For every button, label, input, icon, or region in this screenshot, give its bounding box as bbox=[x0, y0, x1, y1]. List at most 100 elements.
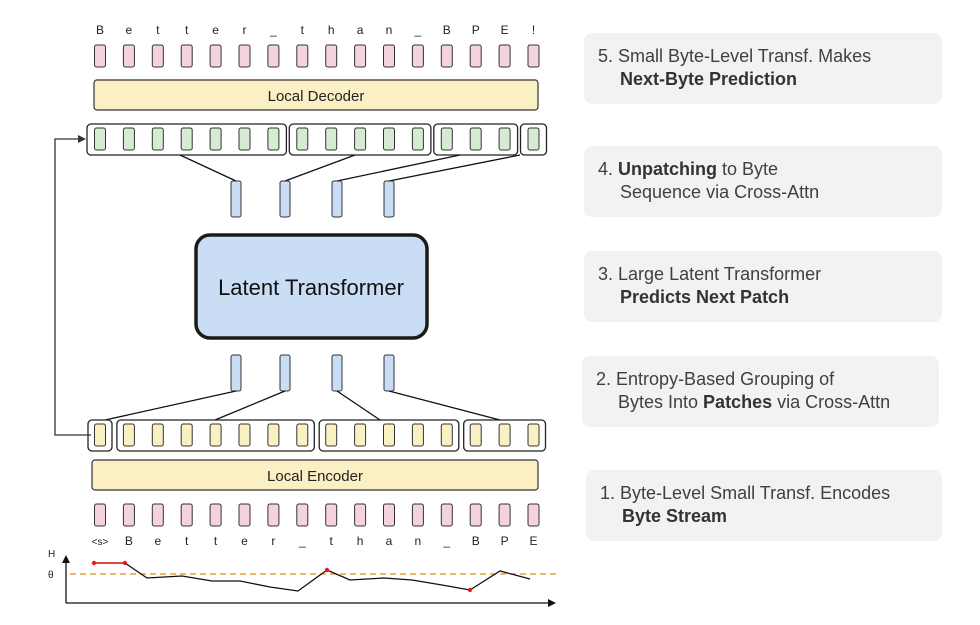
output-byte-label: P bbox=[472, 23, 480, 37]
decoder-hidden-token bbox=[296, 127, 309, 151]
step-5-text: Small Byte-Level Transf. Makes bbox=[618, 46, 872, 66]
encoder-hidden-token bbox=[94, 423, 106, 447]
decoder-hidden-token bbox=[498, 127, 511, 151]
decoder-hidden-token bbox=[383, 127, 395, 151]
output-byte-tokens bbox=[94, 44, 540, 68]
input-byte-label: B bbox=[125, 534, 133, 548]
output-byte-token bbox=[151, 44, 164, 68]
encoder-hidden-token bbox=[440, 423, 453, 447]
step-4-text: to Byte bbox=[717, 159, 779, 179]
step-1-text: Byte-Level Small Transf. Encodes bbox=[620, 483, 891, 503]
latent-input-patch bbox=[230, 354, 242, 392]
input-byte-label: a bbox=[386, 534, 393, 548]
decoder-hidden-token bbox=[440, 127, 453, 151]
output-byte-label: t bbox=[156, 23, 160, 37]
output-byte-token bbox=[267, 44, 280, 68]
output-byte-label: E bbox=[501, 23, 509, 37]
step-3-text: Large Latent Transformer bbox=[618, 264, 822, 284]
encoder-hidden-tokens bbox=[94, 423, 540, 447]
output-byte-token bbox=[440, 44, 453, 68]
step-4-card: 4. Unpatching to Byte Sequence via Cross… bbox=[584, 146, 942, 217]
skip-arrow-head bbox=[78, 135, 86, 143]
decoder-hidden-token bbox=[325, 127, 338, 151]
step-2-number: 2. bbox=[596, 369, 612, 389]
input-byte-label: t bbox=[214, 534, 218, 548]
skip-connection-arrow bbox=[54, 138, 91, 436]
input-byte-tokens bbox=[94, 503, 540, 527]
unpatch-connector bbox=[388, 154, 521, 182]
step-1-card: 1. Byte-Level Small Transf. Encodes Byte… bbox=[586, 470, 942, 541]
input-byte-label: t bbox=[185, 534, 189, 548]
input-byte-label: P bbox=[501, 534, 509, 548]
output-byte-token bbox=[209, 44, 222, 68]
encoder-hidden-token bbox=[527, 423, 540, 447]
patch-connector bbox=[388, 390, 501, 421]
entropy-peak-point bbox=[467, 587, 473, 593]
decoder-hidden-token bbox=[267, 127, 280, 151]
output-byte-token bbox=[354, 44, 367, 68]
output-byte-token bbox=[469, 44, 482, 68]
output-byte-label: h bbox=[328, 23, 335, 37]
step-5-card: 5. Small Byte-Level Transf. Makes Next-B… bbox=[584, 33, 942, 104]
step-2-line2-pre: Bytes Into bbox=[618, 392, 704, 412]
latent-input-patch bbox=[331, 354, 343, 392]
output-byte-token bbox=[383, 44, 395, 68]
output-byte-label: a bbox=[357, 23, 364, 37]
unpatch-connector bbox=[336, 154, 461, 182]
encoder-hidden-token bbox=[122, 423, 135, 447]
output-byte-label: _ bbox=[414, 23, 422, 37]
encoder-hidden-token bbox=[354, 423, 367, 447]
output-byte-label: t bbox=[301, 23, 305, 37]
input-byte-token bbox=[267, 503, 280, 527]
encoder-hidden-token bbox=[267, 423, 280, 447]
entropy-peak-point bbox=[324, 567, 330, 573]
step-2-bold: Patches bbox=[703, 392, 773, 412]
latent-output-patches bbox=[230, 180, 395, 218]
latent-transformer-label: Latent Transformer bbox=[218, 275, 404, 300]
output-byte-token bbox=[94, 44, 106, 68]
local-encoder-box bbox=[91, 459, 539, 491]
encoder-hidden-token bbox=[383, 423, 395, 447]
input-byte-label: r bbox=[271, 534, 275, 548]
latent-transformer-box bbox=[194, 233, 429, 340]
encoder-hidden-token bbox=[411, 423, 424, 447]
decoder-hidden-token bbox=[354, 127, 367, 151]
input-byte-token bbox=[411, 503, 424, 527]
encoder-hidden-token bbox=[498, 423, 511, 447]
input-byte-token bbox=[296, 503, 309, 527]
output-byte-label: B bbox=[96, 23, 104, 37]
encoder-hidden-token bbox=[151, 423, 164, 447]
local-decoder-box bbox=[93, 79, 539, 111]
patch-connector bbox=[214, 390, 286, 421]
step-2-text: Entropy-Based Grouping of bbox=[616, 369, 835, 389]
input-byte-label: E bbox=[529, 534, 537, 548]
output-byte-label: ! bbox=[532, 23, 535, 37]
input-byte-label: n bbox=[415, 534, 422, 548]
latent-output-patch bbox=[230, 180, 242, 218]
output-byte-token bbox=[527, 44, 540, 68]
decoder-hidden-token bbox=[94, 127, 106, 151]
decoder-hidden-token bbox=[209, 127, 222, 151]
step-3-bold: Predicts Next Patch bbox=[620, 287, 790, 307]
entropy-peak-points bbox=[91, 560, 473, 593]
encoder-hidden-token bbox=[325, 423, 338, 447]
step-4-bold: Unpatching bbox=[618, 159, 718, 179]
input-byte-label: B bbox=[472, 534, 480, 548]
step-5-bold: Next-Byte Prediction bbox=[620, 69, 798, 89]
input-byte-token bbox=[325, 503, 338, 527]
decoder-hidden-token bbox=[180, 127, 193, 151]
output-byte-token bbox=[498, 44, 511, 68]
output-byte-token bbox=[296, 44, 309, 68]
input-byte-token bbox=[122, 503, 135, 527]
input-byte-token bbox=[498, 503, 511, 527]
output-byte-token bbox=[411, 44, 424, 68]
input-byte-token bbox=[383, 503, 395, 527]
step-3-number: 3. bbox=[598, 264, 614, 284]
input-byte-token bbox=[527, 503, 540, 527]
input-byte-token bbox=[469, 503, 482, 527]
latent-input-patch bbox=[279, 354, 291, 392]
output-byte-token bbox=[238, 44, 251, 68]
entropy-axis-label: H bbox=[48, 549, 55, 560]
output-byte-label: e bbox=[126, 23, 133, 37]
